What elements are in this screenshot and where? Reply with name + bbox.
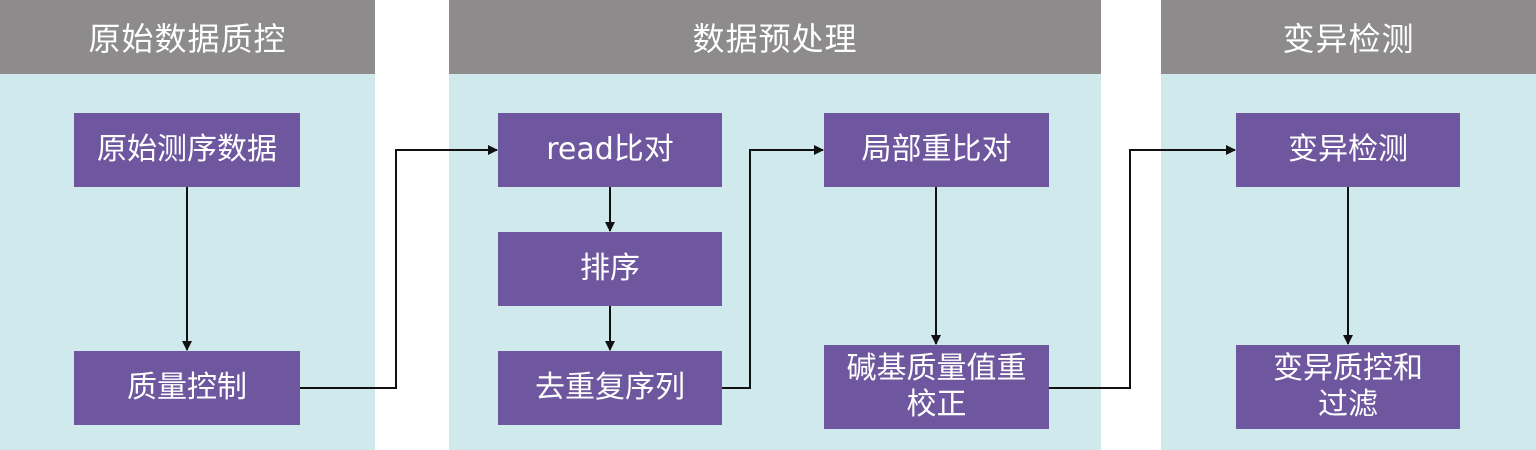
node-quality-control: 质量控制 xyxy=(74,351,300,425)
node-quality-control-label: 质量控制 xyxy=(127,370,247,405)
node-variant-filter-label: 变异质控和过滤 xyxy=(1273,351,1423,422)
node-dedup: 去重复序列 xyxy=(498,351,722,425)
node-read-alignment-label: read比对 xyxy=(546,132,674,167)
arrow-bqsr-to-calling xyxy=(1049,145,1236,389)
node-local-realign-label: 局部重比对 xyxy=(861,132,1012,167)
stage-variant-title: 变异检测 xyxy=(1161,0,1536,74)
node-raw-data: 原始测序数据 xyxy=(74,113,300,187)
node-sorting: 排序 xyxy=(498,232,722,306)
node-read-alignment: read比对 xyxy=(498,113,722,187)
stage-preprocess-title: 数据预处理 xyxy=(449,0,1101,74)
node-variant-calling-label: 变异检测 xyxy=(1288,132,1408,167)
node-variant-filter: 变异质控和过滤 xyxy=(1236,345,1460,429)
node-local-realign: 局部重比对 xyxy=(824,113,1049,187)
arrow-dedup-to-realign xyxy=(722,145,824,389)
node-bqsr-label: 碱基质量值重校正 xyxy=(846,351,1027,422)
stage-qc-title: 原始数据质控 xyxy=(0,0,375,74)
arrow-qc-to-alignment xyxy=(300,145,498,389)
node-sorting-label: 排序 xyxy=(580,251,640,286)
node-variant-calling: 变异检测 xyxy=(1236,113,1460,187)
node-raw-data-label: 原始测序数据 xyxy=(97,132,277,167)
node-dedup-label: 去重复序列 xyxy=(535,370,685,405)
node-bqsr: 碱基质量值重校正 xyxy=(824,345,1049,429)
